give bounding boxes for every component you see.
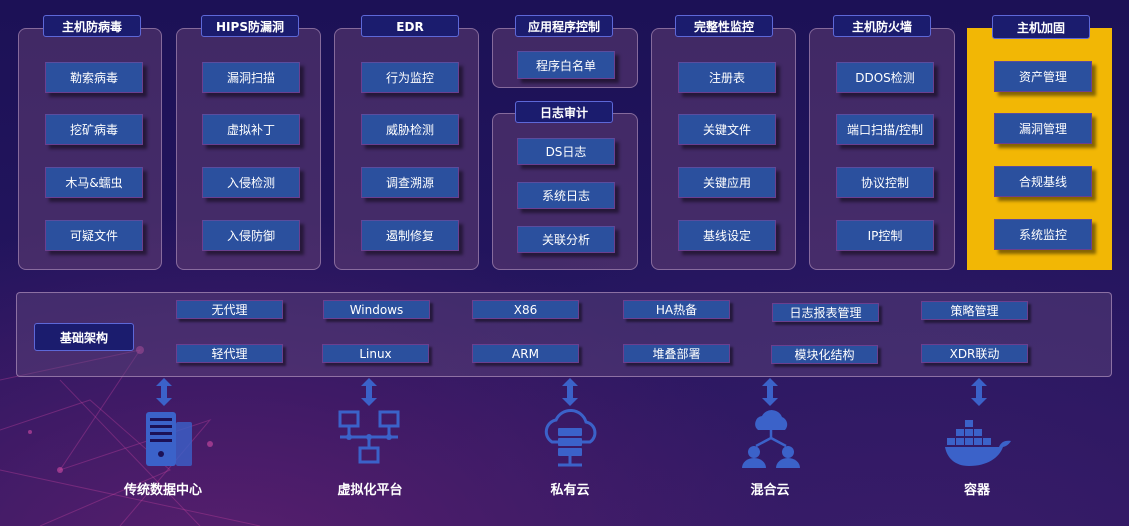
item-registry[interactable]: 注册表: [678, 62, 776, 93]
item-ransomware[interactable]: 勒索病毒: [45, 62, 143, 93]
item-vuln-scan[interactable]: 漏洞扫描: [202, 62, 300, 93]
deploy-label-private-cloud: 私有云: [550, 483, 590, 498]
item-trojan-worm[interactable]: 木马&蠕虫: [45, 167, 143, 198]
feature-ha[interactable]: HA热备: [623, 300, 730, 319]
item-ddos[interactable]: DDOS检测: [836, 62, 934, 93]
deploy-label-container: 容器: [963, 483, 990, 498]
network-topology-icon: [338, 410, 400, 464]
module-antivirus: 勒索病毒 挖矿病毒 木马&蠕虫 可疑文件: [18, 28, 162, 270]
item-port-scan[interactable]: 端口扫描/控制: [836, 114, 934, 145]
module-edr: 行为监控 威胁检测 调查溯源 遏制修复: [334, 28, 479, 270]
item-ds-log[interactable]: DS日志: [517, 138, 615, 165]
module-title-app-control: 应用程序控制: [515, 15, 613, 37]
feature-linux[interactable]: Linux: [322, 344, 429, 363]
double-arrow-icon: [361, 378, 377, 406]
feature-light-agent[interactable]: 轻代理: [176, 344, 283, 363]
module-integrity: 注册表 关键文件 关键应用 基线设定: [651, 28, 796, 270]
module-title-hips: HIPS防漏洞: [201, 15, 299, 37]
item-threat-detection[interactable]: 威胁检测: [361, 114, 459, 145]
item-correlation[interactable]: 关联分析: [517, 226, 615, 253]
item-asset-mgmt[interactable]: 资产管理: [994, 61, 1092, 92]
feature-policy-mgmt[interactable]: 策略管理: [921, 301, 1028, 320]
item-compliance[interactable]: 合规基线: [994, 166, 1092, 197]
cloud-users-icon: [742, 410, 800, 468]
feature-agentless[interactable]: 无代理: [176, 300, 283, 319]
item-intrusion-detection[interactable]: 入侵检测: [202, 167, 300, 198]
module-log-audit: DS日志 系统日志 关联分析: [492, 113, 638, 270]
item-whitelist[interactable]: 程序白名单: [517, 51, 615, 79]
feature-modular[interactable]: 模块化结构: [771, 345, 878, 364]
feature-windows[interactable]: Windows: [323, 300, 430, 319]
feature-xdr[interactable]: XDR联动: [921, 344, 1028, 363]
item-ip-control[interactable]: IP控制: [836, 220, 934, 251]
item-virtual-patch[interactable]: 虚拟补丁: [202, 114, 300, 145]
module-title-integrity: 完整性监控: [675, 15, 773, 37]
double-arrow-icon: [562, 378, 578, 406]
cloud-server-icon: [544, 409, 597, 467]
module-title-edr: EDR: [361, 15, 459, 37]
deploy-label-hybrid-cloud: 混合云: [750, 483, 790, 498]
module-title-hardening: 主机加固: [992, 15, 1090, 39]
deploy-label-virtualization: 虚拟化平台: [337, 483, 403, 498]
double-arrow-icon: [971, 378, 987, 406]
deploy-label-datacenter: 传统数据中心: [123, 483, 202, 498]
item-intrusion-prevention[interactable]: 入侵防御: [202, 220, 300, 251]
feature-log-report[interactable]: 日志报表管理: [772, 303, 879, 322]
item-investigation[interactable]: 调查溯源: [361, 167, 459, 198]
feature-arm[interactable]: ARM: [472, 344, 579, 363]
module-firewall: DDOS检测 端口扫描/控制 协议控制 IP控制: [809, 28, 955, 270]
infrastructure-title: 基础架构: [34, 323, 134, 351]
feature-stacking[interactable]: 堆叠部署: [623, 344, 730, 363]
item-system-log[interactable]: 系统日志: [517, 182, 615, 209]
module-title-antivirus: 主机防病毒: [43, 15, 141, 37]
item-behavior-monitor[interactable]: 行为监控: [361, 62, 459, 93]
item-vuln-mgmt[interactable]: 漏洞管理: [994, 113, 1092, 144]
item-protocol-control[interactable]: 协议控制: [836, 167, 934, 198]
item-system-monitor[interactable]: 系统监控: [994, 219, 1092, 250]
item-suspicious-file[interactable]: 可疑文件: [45, 220, 143, 251]
module-hardening: 资产管理 漏洞管理 合规基线 系统监控: [967, 28, 1112, 270]
module-title-log-audit: 日志审计: [515, 101, 613, 123]
module-title-firewall: 主机防火墙: [833, 15, 931, 37]
docker-whale-icon: [945, 420, 1011, 466]
module-hips: 漏洞扫描 虚拟补丁 入侵检测 入侵防御: [176, 28, 321, 270]
item-containment[interactable]: 遏制修复: [361, 220, 459, 251]
double-arrow-icon: [156, 378, 172, 406]
item-key-app[interactable]: 关键应用: [678, 167, 776, 198]
item-key-file[interactable]: 关键文件: [678, 114, 776, 145]
double-arrow-icon: [762, 378, 778, 406]
feature-x86[interactable]: X86: [472, 300, 579, 319]
server-tower-icon: [146, 412, 192, 466]
item-mining-virus[interactable]: 挖矿病毒: [45, 114, 143, 145]
item-baseline[interactable]: 基线设定: [678, 220, 776, 251]
